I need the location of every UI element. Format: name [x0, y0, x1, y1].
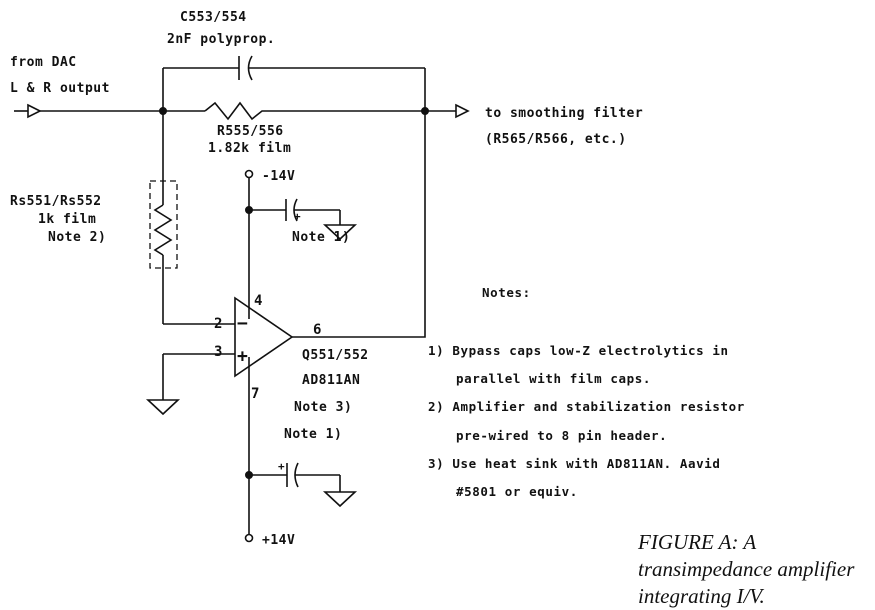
opamp-ref: Q551/552 — [302, 348, 369, 363]
noninverting-ground-wire — [145, 353, 235, 416]
pin-2-label: 2 — [214, 316, 222, 332]
output-label-line2: (R565/R566, etc.) — [485, 132, 627, 147]
feedback-resistor — [204, 101, 425, 121]
stab-res-ref: Rs551/Rs552 — [10, 194, 102, 209]
pin-3-label: 3 — [214, 344, 222, 360]
note-3-line2: #5801 or equiv. — [456, 484, 578, 499]
feedback-res-value: 1.82k film — [208, 141, 291, 156]
pos-cap-polarity: + — [278, 460, 285, 473]
note-1-line2: parallel with film caps. — [456, 371, 651, 386]
feedback-res-ref: R555/556 — [217, 124, 284, 139]
neg-cap-polarity: + — [294, 210, 301, 223]
neg-supply-label: -14V — [262, 169, 295, 184]
ground-icon — [145, 399, 181, 416]
note-2-line1: 2) Amplifier and stabilization resistor — [428, 399, 745, 414]
output-label-line1: to smoothing filter — [485, 106, 643, 121]
feedback-capacitor — [162, 55, 426, 111]
note-1-line1: 1) Bypass caps low-Z electrolytics in — [428, 343, 729, 358]
neg-bypass-note: Note 1) — [292, 230, 350, 245]
note-2-line2: pre-wired to 8 pin header. — [456, 428, 667, 443]
stab-res-note: Note 2) — [48, 230, 106, 245]
note-3-line1: 3) Use heat sink with AD811AN. Aavid — [428, 456, 721, 471]
input-label-line2: L & R output — [10, 81, 110, 96]
noninverting-sign: + — [237, 346, 248, 367]
input-wire — [14, 103, 205, 119]
opamp-part: AD811AN — [302, 373, 360, 388]
output-arrow-icon — [455, 103, 470, 119]
negative-supply — [244, 169, 358, 319]
output-feedback-wire — [292, 111, 426, 338]
pin-6-label: 6 — [313, 322, 321, 338]
input-label-line1: from DAC — [10, 55, 77, 70]
input-arrow-icon — [27, 103, 42, 119]
pin-4-label: 4 — [254, 293, 262, 309]
ground-icon — [322, 224, 358, 241]
pin-7-label: 7 — [251, 386, 259, 402]
supply-terminal-icon — [244, 533, 254, 543]
stab-res-value: 1k film — [38, 212, 96, 227]
inverting-sign: − — [237, 313, 248, 334]
stabilization-resistor — [149, 111, 235, 325]
output-wire — [425, 103, 470, 119]
pos-supply-label: +14V — [262, 533, 295, 548]
supply-terminal-icon — [244, 169, 254, 179]
header-dashed-box — [149, 180, 178, 269]
feedback-cap-value: 2nF polyprop. — [167, 32, 275, 47]
feedback-cap-ref: C553/554 — [180, 10, 247, 25]
figure-caption: FIGURE A: A transimpedance amplifier int… — [638, 530, 855, 608]
positive-supply — [244, 357, 358, 543]
pos-bypass-note: Note 1) — [284, 427, 342, 442]
opamp-symbol — [234, 296, 294, 378]
opamp-note: Note 3) — [294, 400, 352, 415]
notes-heading: Notes: — [482, 285, 531, 300]
ground-icon — [322, 491, 358, 508]
